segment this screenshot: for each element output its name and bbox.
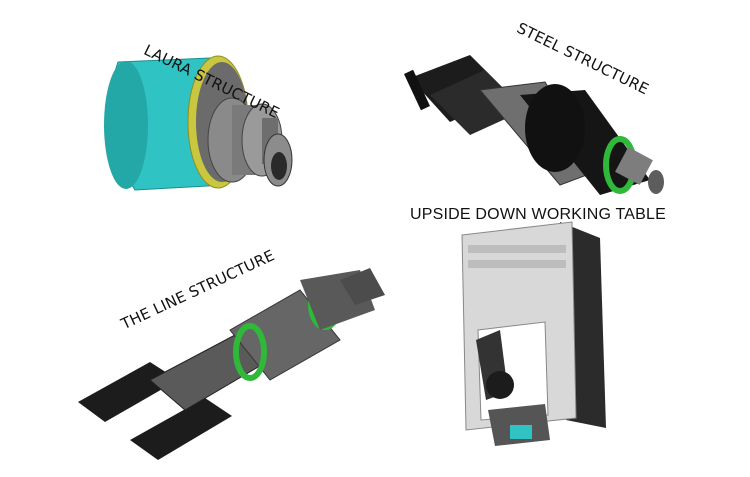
line-structure-illustration — [78, 268, 385, 460]
upside-down-table-illustration — [461, 221, 606, 446]
upside-down-table-label: UPSIDE DOWN WORKING TABLE — [410, 206, 666, 223]
steel-structure-illustration — [404, 55, 664, 195]
laura-structure-illustration — [104, 55, 293, 191]
